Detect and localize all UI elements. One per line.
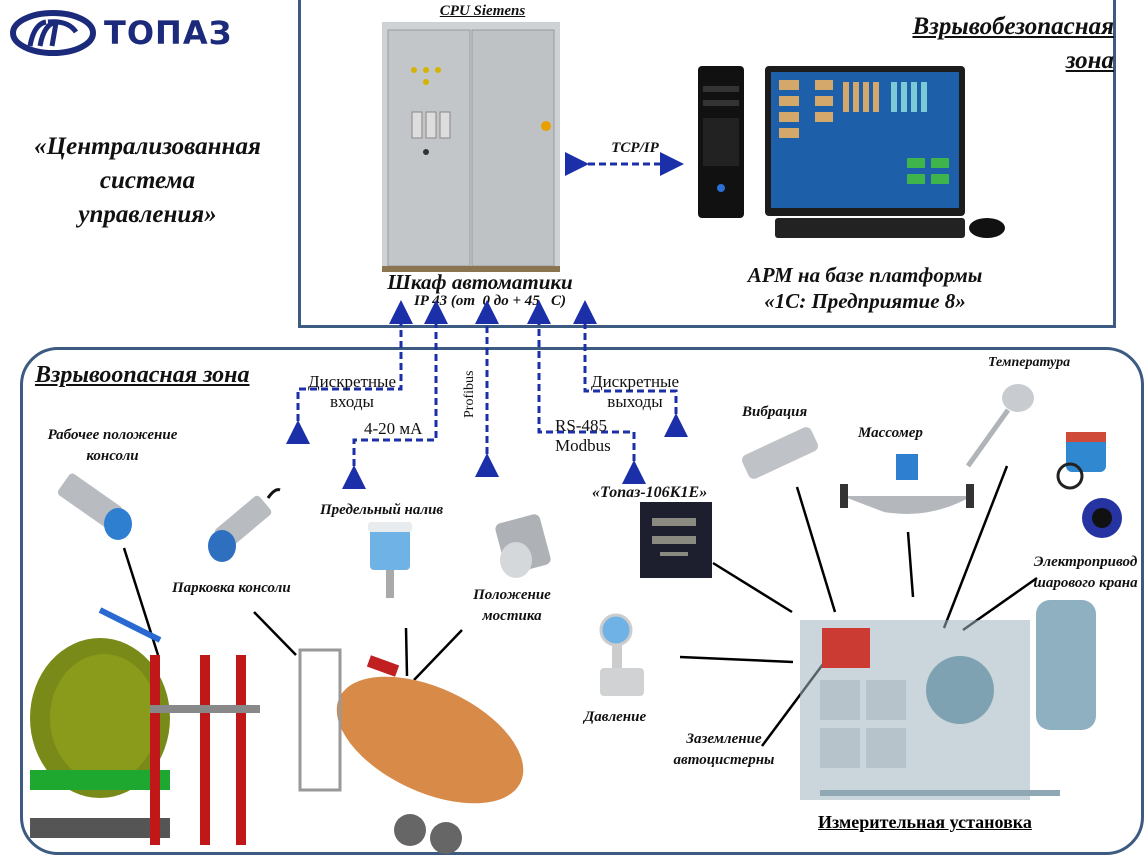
measuring-unit-icon	[800, 600, 1096, 800]
discrete-out-label: Дискретные выходы	[585, 372, 685, 412]
safe-zone-title: Взрывобезопасная зона	[912, 10, 1114, 78]
signal-label-line: Дискретные	[307, 372, 397, 391]
analog-line	[342, 300, 448, 489]
analog-label: 4-20 мА	[364, 419, 423, 438]
signal-label-line: Дискретные	[590, 372, 680, 391]
workstation-label-line: «1С: Предприятие 8»	[764, 289, 966, 313]
device-label-line: шарового крана	[1033, 575, 1138, 591]
rs485-label: RS-485 Modbus	[555, 416, 611, 456]
cabinet-name: Шкаф автоматики	[387, 270, 573, 294]
safe-zone-title-line: Взрывобезопасная	[912, 13, 1114, 40]
temperature-sensor-icon	[965, 384, 1034, 468]
signal-label-line: входы	[330, 392, 374, 411]
device-label-line: мостика	[482, 608, 542, 624]
vibration-sensor-icon	[742, 427, 818, 479]
unit-label: Измерительная установка	[818, 812, 1032, 832]
logo: ТОПАЗ	[8, 10, 248, 56]
workstation-label-line: АРМ на базе платформы	[747, 263, 983, 287]
valve-actuator-icon	[1056, 432, 1122, 538]
temperature-label: Температура	[988, 355, 1071, 370]
grounding-label: Заземление автоцистерны	[664, 729, 784, 771]
discrete-in-label: Дискретные входы	[302, 372, 402, 412]
pressure-transmitter-icon	[599, 613, 644, 696]
inductive-sensor-icon	[57, 473, 132, 540]
park-sensor-icon	[208, 488, 281, 562]
logo-text: ТОПАЗ	[104, 14, 233, 52]
overfill-label: Предельный налив	[320, 502, 444, 518]
logo-emblem-icon	[10, 10, 96, 56]
device-label-line: автоцистерны	[673, 752, 775, 768]
console-work-label: Рабочее положение консоли	[25, 425, 200, 467]
signal-label-line: выходы	[607, 392, 663, 411]
device-label-line: Электропривод	[1033, 554, 1138, 570]
cabinet-cpu-label: CPU Siemens	[439, 3, 526, 19]
pressure-label: Давление	[584, 709, 647, 725]
bridge-pos-label: Положение мостика	[462, 585, 562, 627]
console-park-label: Парковка консоли	[172, 580, 291, 596]
workstation-image	[695, 66, 1015, 246]
title-line: «Централизованная	[34, 133, 261, 160]
automation-cabinet-image	[382, 22, 560, 272]
device-label-line: Заземление	[686, 731, 762, 747]
bridge-sensor-icon	[495, 514, 551, 578]
device-label-line: Положение	[473, 587, 551, 603]
diagram-title: «Централизованная система управления»	[0, 130, 295, 232]
device-label-line: Рабочее положение	[47, 427, 178, 443]
rail-tank-car-icon	[30, 607, 260, 845]
title-line: система	[99, 167, 196, 194]
device-label-line: консоли	[86, 448, 139, 464]
controller-device-icon	[640, 502, 712, 578]
controller-label: «Топаз-106К1Е»	[592, 484, 708, 501]
workstation-label: АРМ на базе платформы «1С: Предприятие 8…	[700, 262, 1030, 314]
massmeter-icon	[840, 454, 974, 514]
discrete-out-line	[573, 300, 688, 437]
massmeter-label: Массомер	[858, 425, 923, 441]
safe-zone-title-line: зона	[1065, 47, 1114, 74]
level-switch-icon	[368, 522, 412, 598]
hazard-zone-title: Взрывоопасная зона	[35, 362, 250, 388]
title-line: управления»	[78, 201, 217, 228]
signal-label-line: RS-485	[555, 416, 607, 435]
vibration-label: Вибрация	[742, 404, 808, 420]
tanker-truck-icon	[298, 648, 524, 854]
signal-label-line: Modbus	[555, 436, 611, 455]
valve-drive-label: Электропривод шарового крана	[1028, 552, 1143, 594]
